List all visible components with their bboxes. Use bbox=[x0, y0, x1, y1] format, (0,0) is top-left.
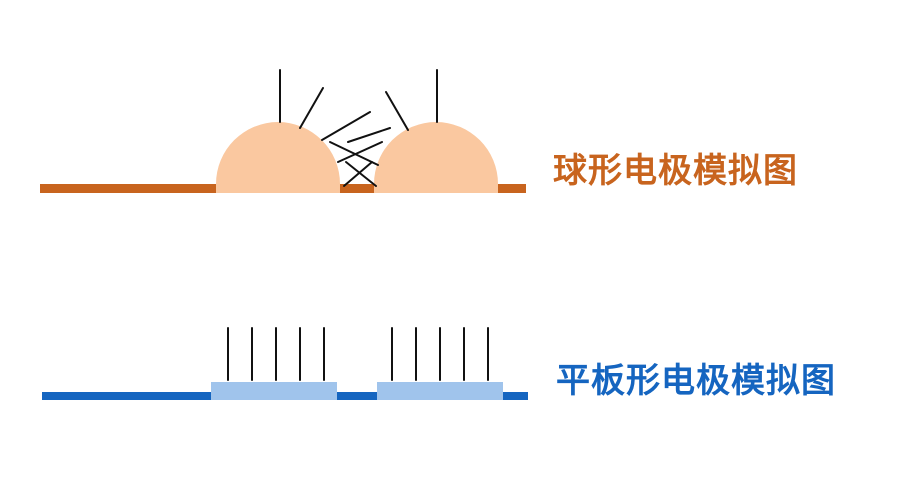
sphere-field-line bbox=[321, 111, 371, 141]
flat-electrode-label: 平板形电极模拟图 bbox=[556, 361, 836, 401]
sphere-field-line bbox=[299, 87, 324, 129]
sphere-field-line bbox=[345, 161, 377, 187]
sphere-field-line bbox=[347, 127, 391, 143]
right-plate-electrode bbox=[377, 382, 503, 400]
spherical-electrode-label: 球形电极模拟图 bbox=[553, 151, 798, 191]
sphere-field-line bbox=[343, 161, 373, 187]
spherical-electrode-model bbox=[40, 69, 526, 193]
right-hemisphere-electrode bbox=[374, 122, 498, 193]
sphere-field-line bbox=[385, 91, 409, 131]
left-hemisphere-electrode bbox=[216, 122, 340, 193]
left-plate-electrode bbox=[211, 382, 337, 400]
flat-electrode-model bbox=[42, 327, 528, 400]
sphere-field-line bbox=[337, 141, 383, 163]
sphere-field-line bbox=[329, 141, 379, 166]
